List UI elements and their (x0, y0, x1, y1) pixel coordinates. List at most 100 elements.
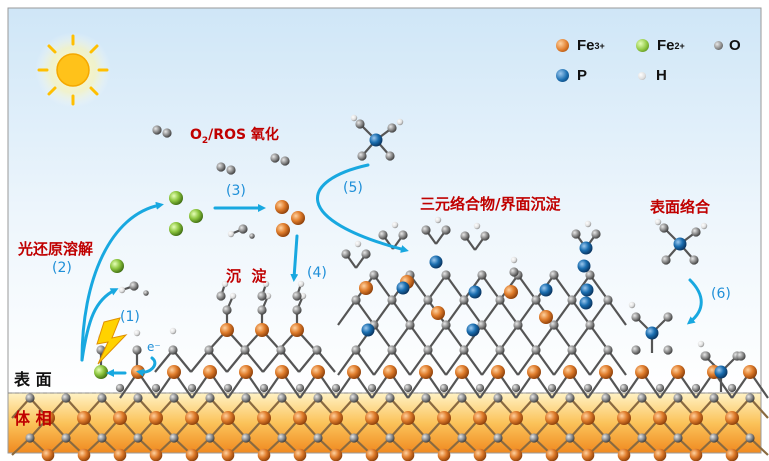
oxygen-atom (480, 231, 490, 241)
hydrogen-atom (473, 222, 481, 230)
fe3-atom (365, 411, 379, 425)
bond (589, 299, 609, 326)
hydrogen-atom (391, 221, 399, 229)
fe3-atom (491, 365, 505, 379)
oxygen-atom (205, 433, 215, 443)
oxygen-atom (745, 393, 755, 403)
process-arrows (80, 163, 703, 377)
bond (535, 324, 555, 351)
fe3-atom (203, 365, 217, 379)
hydrogen-atom (584, 220, 592, 228)
fe3-atom (41, 411, 55, 425)
oxygen-icon (714, 41, 723, 50)
oxygen-atom (357, 151, 367, 161)
hydrogen-atom (297, 280, 305, 288)
bond (481, 274, 501, 301)
bond (262, 349, 282, 373)
legend-o: O (714, 37, 741, 54)
oxygen-atom (341, 249, 351, 259)
oxygen-atom (241, 393, 251, 403)
bond (481, 324, 501, 351)
bond (391, 349, 411, 376)
lightning-icon (96, 317, 128, 365)
oxygen-atom (270, 153, 280, 163)
oxygen-atom (727, 383, 737, 393)
oxygen-atom (659, 223, 669, 233)
oxygen-atom (387, 295, 397, 305)
fe3-atom (185, 448, 199, 461)
oxygen-atom (223, 383, 233, 393)
oxygen-atom (97, 433, 107, 443)
fe3-atom (347, 365, 361, 379)
oxygen-atom (292, 305, 302, 315)
arrow-surface-complex (686, 278, 703, 325)
bond (445, 299, 465, 326)
phosphorus-atom (539, 283, 553, 297)
surface-complex-label: 表面络合 (650, 198, 711, 216)
phosphorus-atom (466, 323, 480, 337)
bond (463, 299, 483, 326)
bond (481, 299, 501, 326)
sun-icon (35, 32, 111, 108)
fe3-atom (473, 448, 487, 461)
fe3-atom (275, 200, 289, 214)
bond (499, 349, 519, 376)
fe2-atom (189, 209, 203, 223)
bond (517, 324, 537, 351)
fe3-atom (276, 223, 290, 237)
fe3-atom (221, 448, 235, 461)
fe3-atom (653, 448, 667, 461)
oxygen-atom (655, 383, 665, 393)
bond (172, 349, 192, 373)
oxygen-atom (477, 270, 487, 280)
bond (553, 349, 573, 376)
oxygen-atom (441, 270, 451, 280)
oxygen-atom (661, 255, 671, 265)
hydrogen-atom (510, 256, 518, 264)
bond (373, 299, 393, 326)
fe3-atom (635, 365, 649, 379)
sky-background (7, 7, 762, 394)
hydrogen-atom (118, 286, 126, 294)
phosphorus-atom (714, 365, 728, 379)
step-6-label: (6) (711, 286, 731, 302)
bond (190, 349, 210, 373)
oxygen-atom (169, 393, 179, 403)
bond (391, 324, 411, 351)
fe3-atom (220, 323, 234, 337)
oxygen-atom (531, 345, 541, 355)
bond (427, 274, 447, 301)
oxygen-atom (259, 383, 269, 393)
photoreductive-label: 光还原溶解 (18, 240, 94, 258)
oxygen-atom (529, 393, 539, 403)
oxygen-atom (398, 230, 408, 240)
hydrogen-atom (262, 280, 270, 288)
oxygen-atom (745, 433, 755, 443)
oxygen-atom (495, 295, 505, 305)
hydrogen-atom (628, 301, 636, 309)
oxygen-atom (585, 270, 595, 280)
fe3-atom (419, 365, 433, 379)
oxygen-atom (369, 270, 379, 280)
oxygen-atom (151, 383, 161, 393)
fe3-atom (473, 411, 487, 425)
bond (445, 349, 465, 376)
bond (589, 324, 609, 351)
phosphorus-atom (577, 259, 591, 273)
oxygen-atom (187, 383, 197, 393)
oxygen-atom (277, 393, 287, 403)
oxygen-atom (25, 433, 35, 443)
oxygen-atom (152, 125, 162, 135)
fe3-atom (509, 411, 523, 425)
bond (499, 299, 519, 326)
oxygen-atom (637, 433, 647, 443)
oxygen-atom (351, 345, 361, 355)
step-3-label: (3) (226, 183, 246, 199)
bond (517, 349, 537, 376)
hydrogen-atom (227, 230, 235, 238)
hydrogen-atom (169, 327, 177, 335)
phosphorus-atom (429, 255, 443, 269)
fe3-atom (77, 448, 91, 461)
phosphorus-atom (468, 285, 482, 299)
